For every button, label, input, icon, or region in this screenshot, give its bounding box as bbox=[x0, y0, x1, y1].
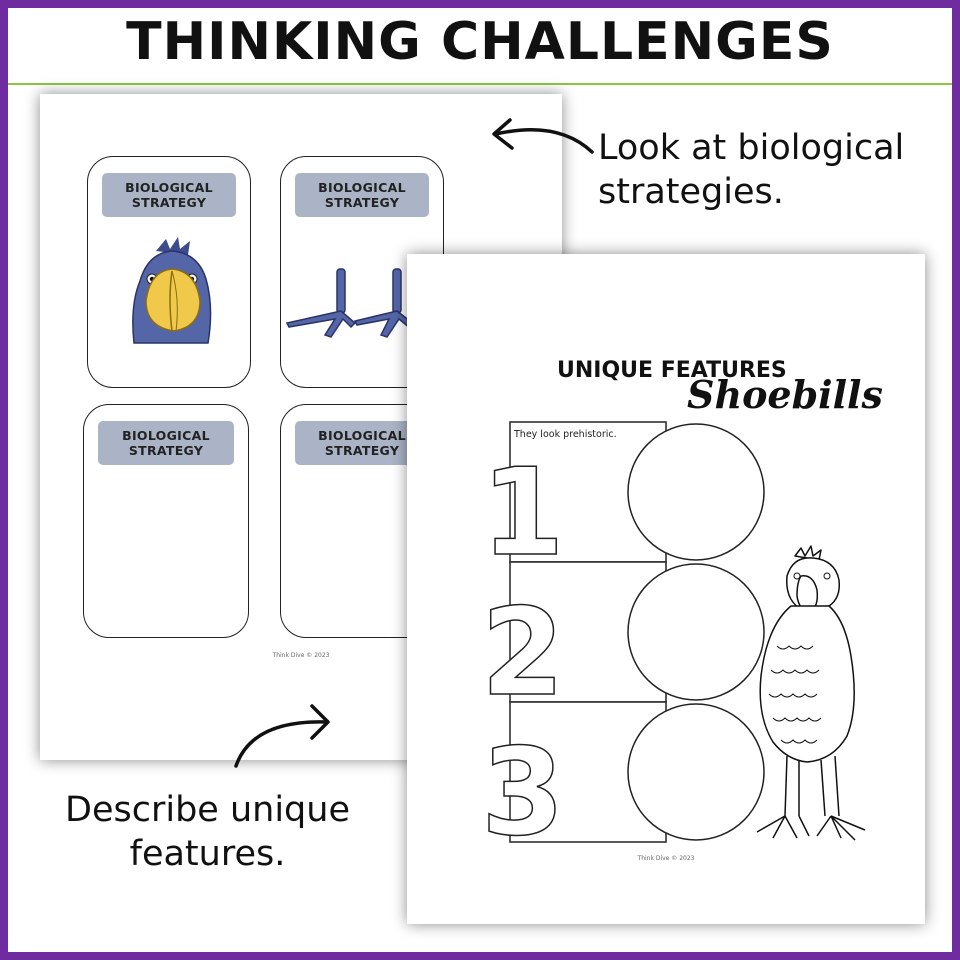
feature-rows: 1 2 3 bbox=[480, 421, 765, 864]
row-number-3: 3 bbox=[481, 724, 565, 863]
arrow-right-icon bbox=[234, 704, 330, 768]
feature-drawing-circle-2[interactable] bbox=[627, 563, 765, 701]
strategy-card-label: BIOLOGICAL STRATEGY bbox=[98, 421, 234, 465]
strategy-card-label: BIOLOGICAL STRATEGY bbox=[295, 421, 429, 465]
feature-drawing-circle-1[interactable] bbox=[627, 423, 765, 561]
worksheet-title: UNIQUE FEATURES bbox=[557, 358, 787, 383]
header-divider bbox=[8, 83, 952, 85]
feature-text-1: They look prehistoric. bbox=[514, 429, 617, 440]
caption-top-line1: Look at biological bbox=[598, 128, 905, 168]
strategy-card-1: BIOLOGICAL STRATEGY bbox=[87, 156, 251, 388]
page-title: THINKING CHALLENGES bbox=[126, 12, 834, 72]
unique-features-credit: Think Dive © 2023 bbox=[637, 855, 695, 862]
shoebill-head-icon bbox=[132, 237, 212, 344]
feature-drawing-circle-3[interactable] bbox=[627, 703, 765, 841]
arrow-left-icon bbox=[492, 118, 594, 154]
strategy-card-label: BIOLOGICAL STRATEGY bbox=[295, 173, 429, 217]
strategy-card-label: BIOLOGICAL STRATEGY bbox=[102, 173, 236, 217]
strategy-worksheet-credit: Think Dive © 2023 bbox=[272, 652, 330, 659]
row-number-2: 2 bbox=[481, 584, 565, 723]
unique-features-worksheet: UNIQUE FEATURES Shoebills 1 2 3 They loo… bbox=[407, 254, 925, 924]
shoebill-illustration-icon bbox=[756, 545, 866, 841]
shoebill-feet-icon bbox=[285, 268, 417, 338]
caption-bottom-line2: features. bbox=[129, 834, 286, 874]
strategy-card-3: BIOLOGICAL STRATEGY bbox=[83, 404, 249, 638]
caption-bottom-line1: Describe unique bbox=[65, 790, 350, 830]
worksheet-subtitle: Shoebills bbox=[687, 372, 883, 417]
caption-biological-strategies: Look at biological strategies. bbox=[598, 126, 904, 214]
row-number-1: 1 bbox=[481, 444, 565, 583]
caption-unique-features: Describe unique features. bbox=[40, 788, 375, 876]
caption-top-line2: strategies. bbox=[598, 172, 784, 212]
